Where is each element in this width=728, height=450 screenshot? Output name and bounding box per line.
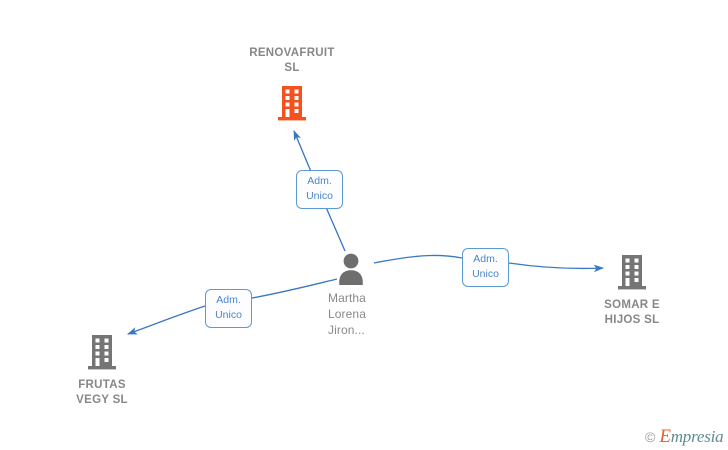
building-icon (86, 333, 118, 371)
building-icon (276, 84, 308, 122)
graph-node-frutas[interactable]: FRUTAS VEGY SL (42, 333, 162, 408)
graph-node-person[interactable]: Martha Lorena Jiron... (310, 252, 410, 338)
brand-initial: E (659, 426, 671, 447)
brand-rest: mpresia (670, 427, 724, 446)
edge-label-adm-unico-frutas[interactable]: Adm. Unico (205, 289, 252, 328)
brand-name: Empresia (659, 426, 723, 448)
graph-node-somar[interactable]: SOMAR E HIJOS SL (572, 253, 692, 328)
graph-node-renovafruit[interactable]: RENOVAFRUIT SL (232, 46, 352, 122)
node-label-somar: SOMAR E HIJOS SL (604, 299, 660, 326)
edge-label-adm-unico-renovafruit[interactable]: Adm. Unico (296, 170, 343, 209)
node-label-person: Martha Lorena Jiron... (328, 291, 366, 337)
building-icon (616, 253, 648, 291)
copyright-icon: © (645, 429, 656, 445)
node-label-renovafruit: RENOVAFRUIT SL (249, 47, 335, 74)
edge-label-adm-unico-somar[interactable]: Adm. Unico (462, 248, 509, 287)
empresia-watermark: © Empresia (645, 426, 724, 448)
person-icon (336, 252, 366, 286)
node-label-frutas: FRUTAS VEGY SL (76, 379, 128, 406)
